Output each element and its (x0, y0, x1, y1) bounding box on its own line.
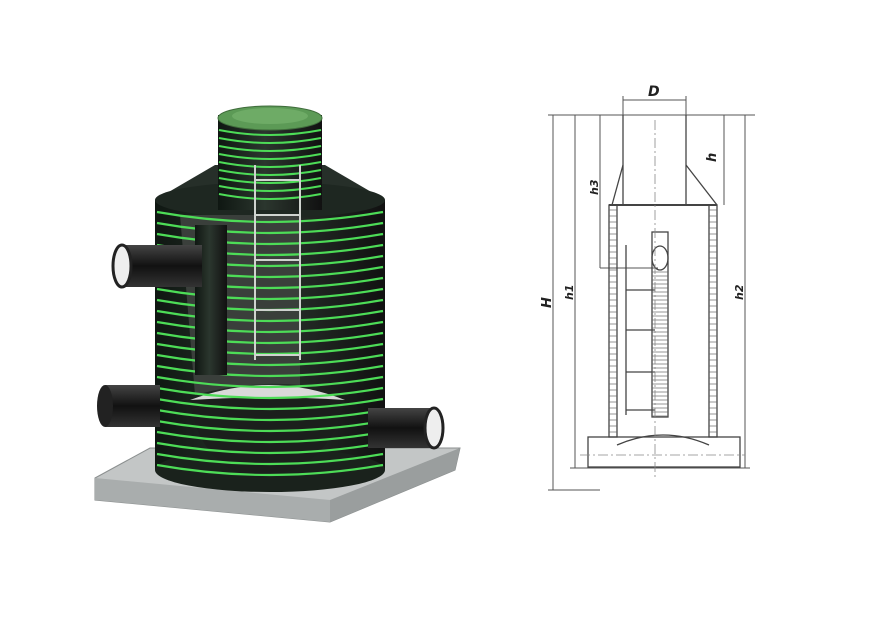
stripe (218, 145, 322, 152)
stripe (156, 287, 384, 301)
ladder (254, 165, 301, 360)
outlet-pipe-right (368, 406, 445, 450)
stripe (156, 397, 384, 411)
stripe (218, 137, 322, 144)
stripe (156, 221, 384, 235)
stripe (156, 353, 384, 367)
stripe (156, 364, 384, 378)
stripe (156, 419, 384, 433)
stripe (156, 309, 384, 323)
inlet-pipe-lower-left (97, 385, 160, 427)
label-h2: h2 (733, 284, 746, 300)
stripe (156, 463, 384, 477)
stripe (156, 320, 384, 334)
stripe (218, 153, 322, 160)
stripe (156, 441, 384, 455)
stripe (218, 169, 322, 176)
stripe (156, 408, 384, 422)
stripe (156, 386, 384, 400)
stripe (156, 452, 384, 466)
label-total-height: H (540, 297, 555, 308)
stripe (218, 161, 322, 168)
stripe (156, 430, 384, 444)
stripe (218, 129, 322, 136)
label-diameter: D (648, 84, 660, 100)
label-h3: h3 (588, 179, 601, 195)
label-h1: h1 (563, 285, 576, 301)
stripe (156, 210, 384, 224)
stripe (218, 185, 322, 192)
stripe (218, 193, 322, 200)
well-neck (217, 105, 323, 210)
stripe (156, 232, 384, 246)
stripe (218, 177, 322, 184)
stripe (156, 375, 384, 389)
label-neck-height: h (705, 153, 720, 162)
stripe (156, 331, 384, 345)
inlet-pipe-upper-left (111, 243, 202, 289)
